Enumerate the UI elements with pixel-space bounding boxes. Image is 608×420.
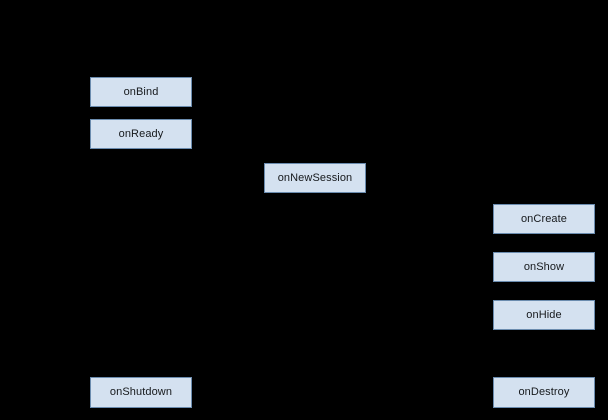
node-on-destroy[interactable]: onDestroy bbox=[493, 377, 595, 408]
node-on-ready[interactable]: onReady bbox=[90, 119, 192, 149]
node-label-on-show: onShow bbox=[523, 260, 565, 273]
lifeline-left bbox=[141, 0, 142, 420]
node-on-hide[interactable]: onHide bbox=[493, 300, 595, 330]
node-label-on-new-session: onNewSession bbox=[277, 171, 353, 184]
node-on-new-session[interactable]: onNewSession bbox=[264, 163, 366, 193]
node-on-show[interactable]: onShow bbox=[493, 252, 595, 282]
node-on-create[interactable]: onCreate bbox=[493, 204, 595, 234]
lifeline-middle bbox=[315, 0, 316, 420]
node-label-on-destroy: onDestroy bbox=[518, 386, 570, 398]
node-label-on-create: onCreate bbox=[520, 212, 568, 225]
node-label-on-shutdown: onShutdown bbox=[109, 386, 173, 398]
node-label-on-hide: onHide bbox=[526, 308, 562, 321]
node-label-on-bind: onBind bbox=[123, 85, 159, 98]
node-label-on-ready: onReady bbox=[118, 127, 164, 140]
node-on-shutdown[interactable]: onShutdown bbox=[90, 377, 192, 408]
node-on-bind[interactable]: onBind bbox=[90, 77, 192, 107]
